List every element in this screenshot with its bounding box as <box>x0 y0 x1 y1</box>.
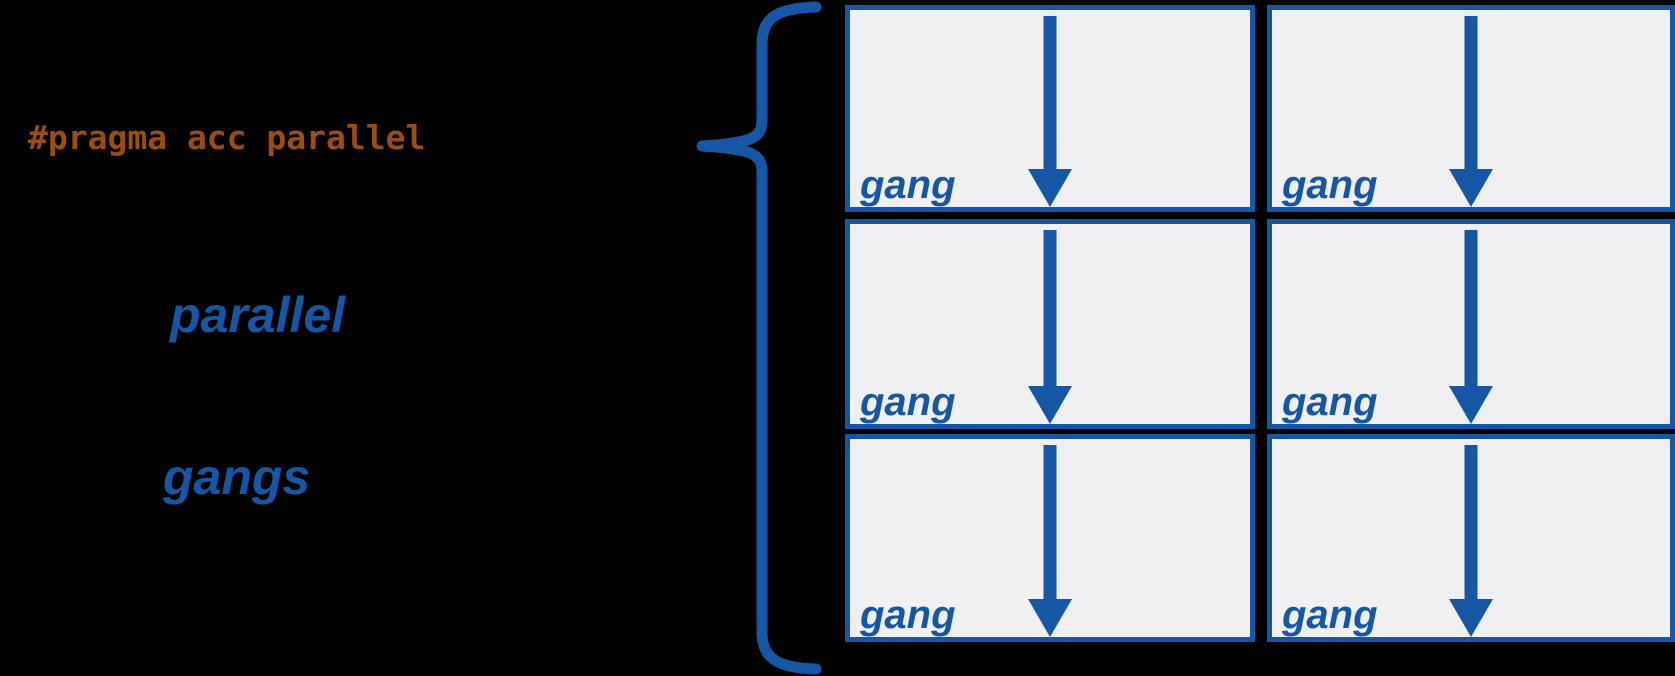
down-arrow-icon <box>1028 445 1072 637</box>
arrow-head <box>1028 599 1072 637</box>
arrow-head <box>1449 386 1493 424</box>
gang-box: gang <box>845 434 1255 642</box>
gang-label: gang <box>1282 380 1378 424</box>
gang-label: gang <box>1282 163 1378 207</box>
down-arrow-icon <box>1028 16 1072 207</box>
parallel-label: parallel <box>170 287 346 343</box>
arrow-head <box>1449 599 1493 637</box>
gang-label: gang <box>860 380 956 424</box>
gang-box: gang <box>845 219 1255 429</box>
gang-label: gang <box>860 163 956 207</box>
down-arrow-icon <box>1449 230 1493 424</box>
arrow-shaft <box>1464 230 1478 388</box>
arrow-shaft <box>1464 16 1478 171</box>
arrow-head <box>1028 169 1072 207</box>
down-arrow-icon <box>1028 230 1072 424</box>
gang-box: gang <box>1267 219 1675 429</box>
down-arrow-icon <box>1449 16 1493 207</box>
arrow-shaft <box>1464 445 1478 601</box>
gangs-label: gangs <box>163 449 311 505</box>
curly-brace-icon <box>696 1 822 675</box>
arrow-shaft <box>1043 445 1057 601</box>
down-arrow-icon <box>1449 445 1493 637</box>
arrow-head <box>1028 386 1072 424</box>
arrow-head <box>1449 169 1493 207</box>
gang-box: gang <box>1267 5 1675 212</box>
gang-label: gang <box>860 593 956 637</box>
gang-label: gang <box>1282 593 1378 637</box>
pragma-directive-text: #pragma acc parallel <box>28 118 426 157</box>
arrow-shaft <box>1043 16 1057 171</box>
gang-box: gang <box>845 5 1255 212</box>
gang-box: gang <box>1267 434 1675 642</box>
arrow-shaft <box>1043 230 1057 388</box>
